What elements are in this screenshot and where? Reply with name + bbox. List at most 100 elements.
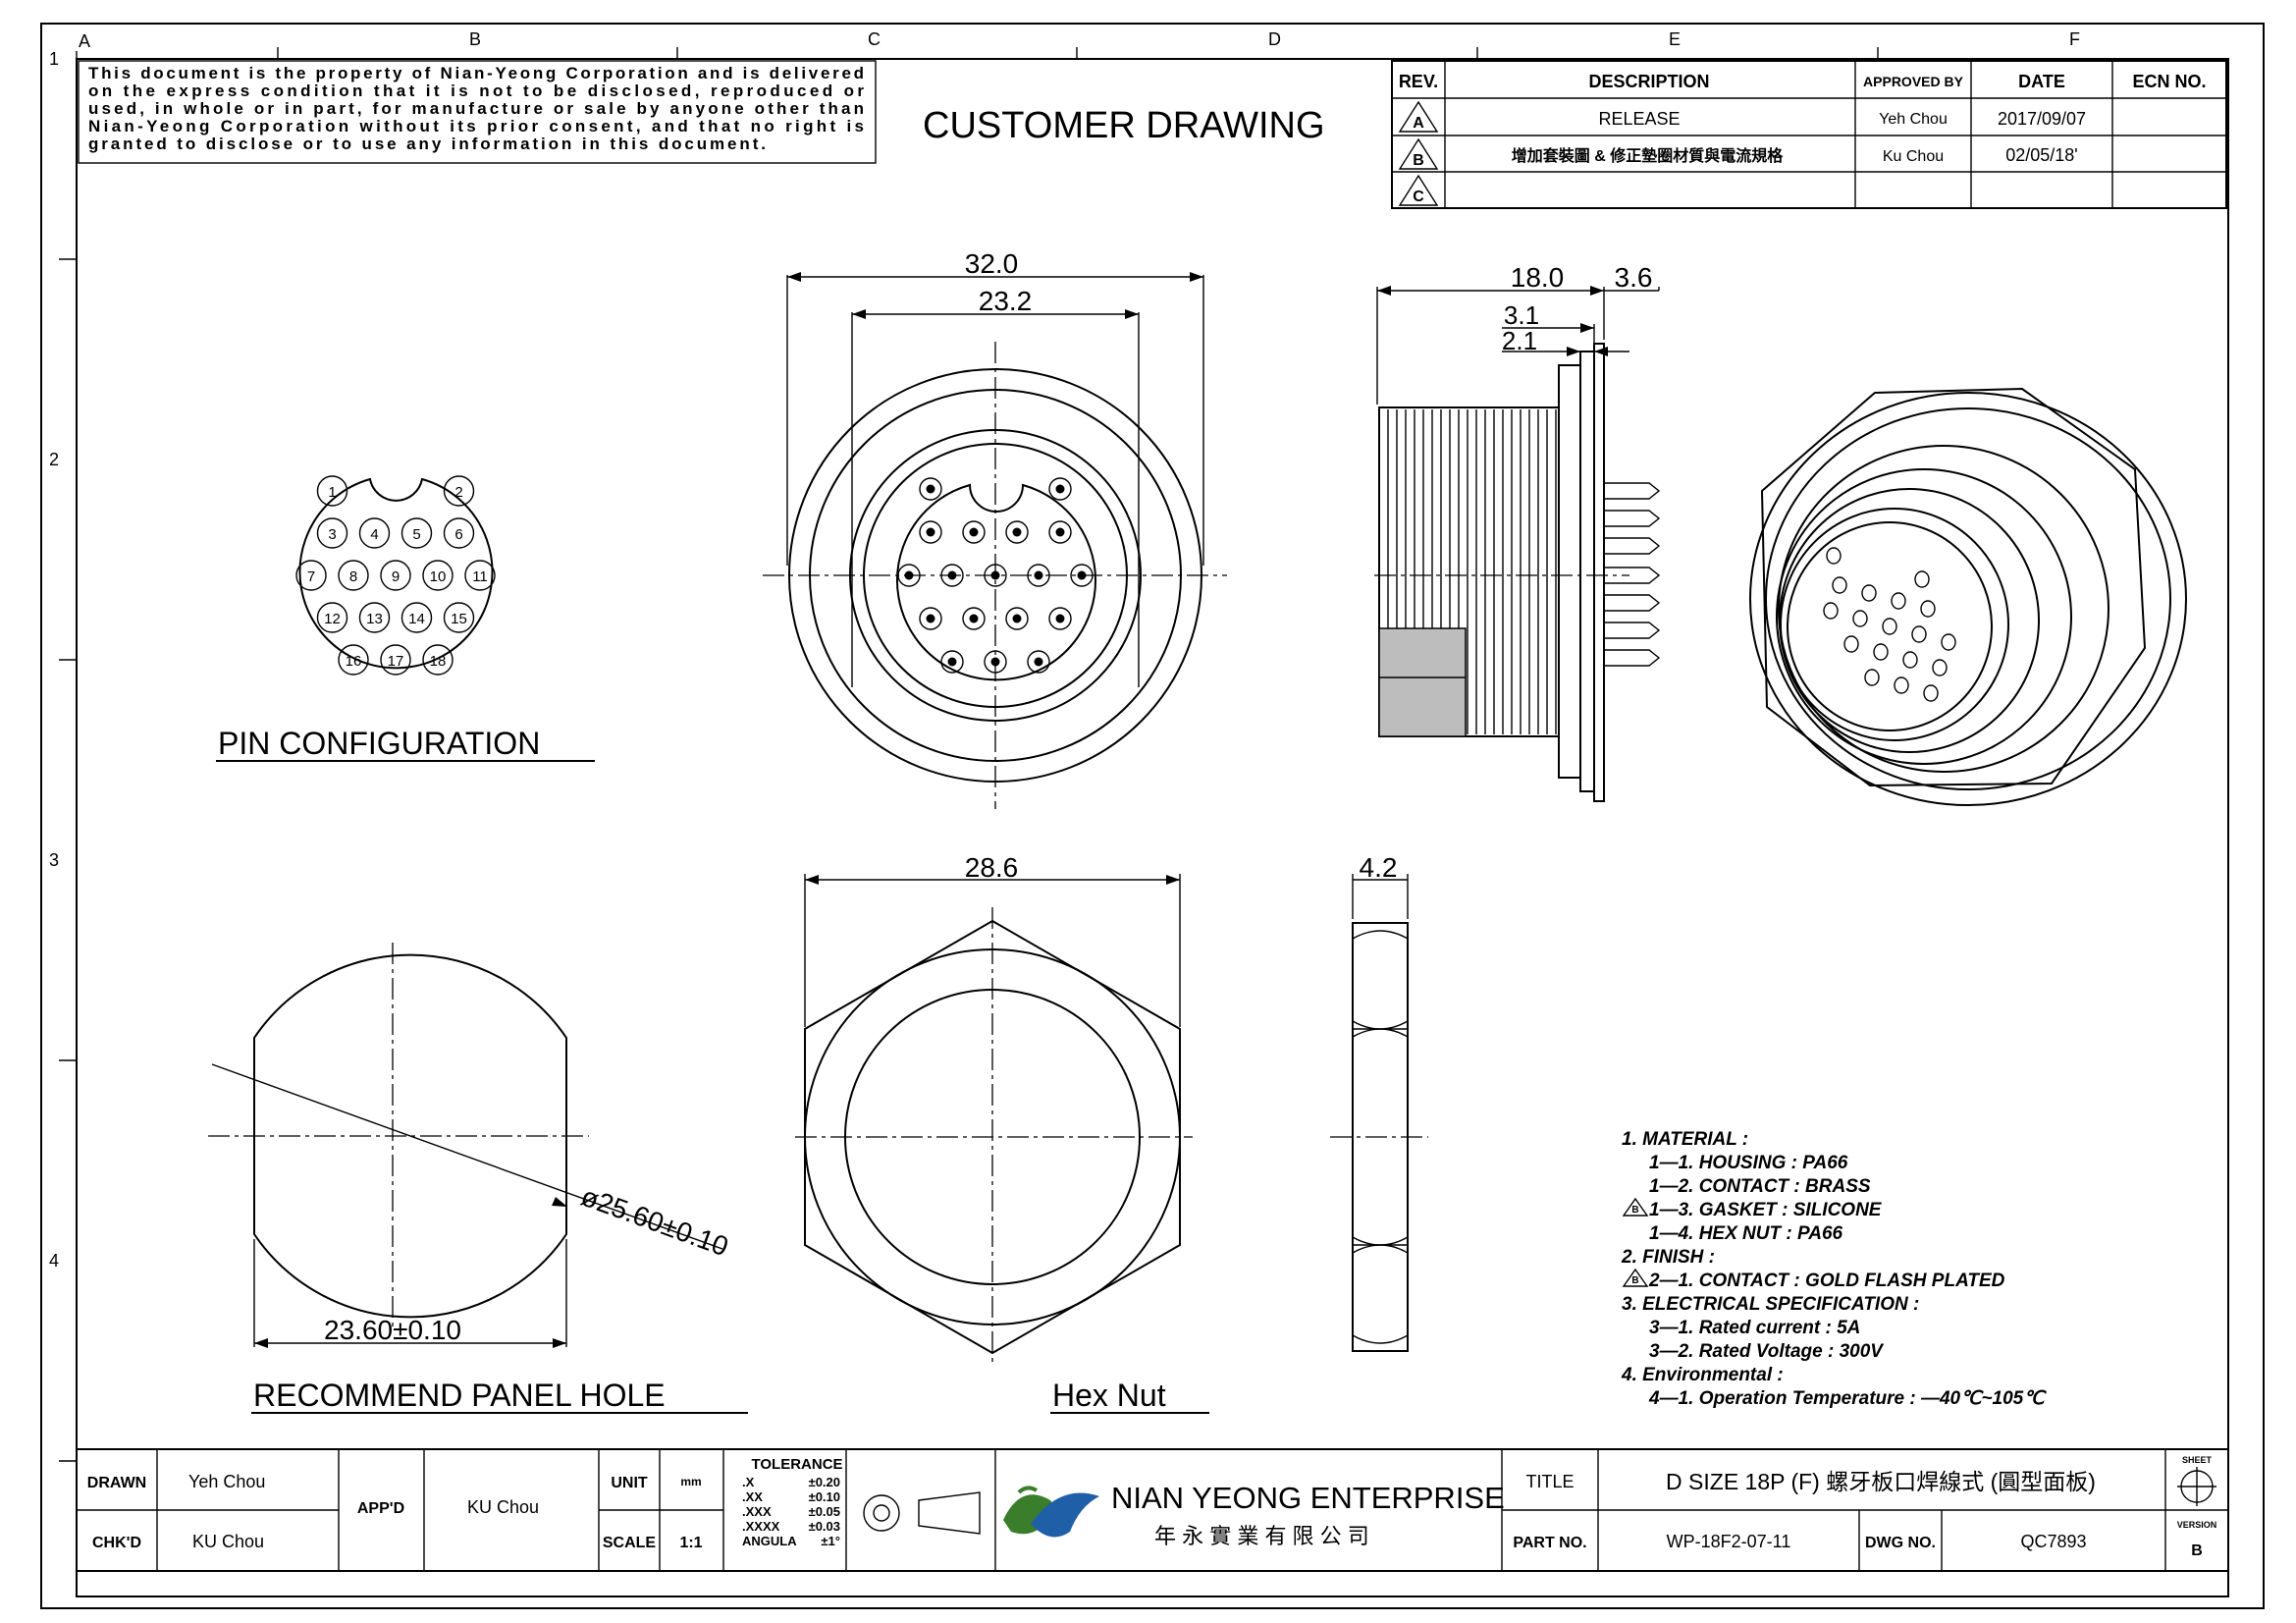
- pin-circle: [443, 475, 475, 507]
- notice-line-3: used, in whole or in part, for manufactu…: [88, 99, 864, 118]
- contact-hole: [1027, 650, 1050, 674]
- side-view: 18.0 3.6 3.1 2.1: [1374, 262, 1661, 802]
- table-row: C: [1398, 174, 1439, 206]
- solder-tail: [1604, 482, 1661, 500]
- pin-number: 1: [328, 484, 336, 501]
- contact-hole: [1027, 564, 1050, 587]
- note-line: 4. Environmental :: [1621, 1365, 1784, 1385]
- pin-face-outline: [298, 477, 494, 670]
- contact-hole: [962, 520, 986, 544]
- tolerance-key: .X: [742, 1475, 755, 1489]
- drawn-label: DRAWN: [87, 1475, 146, 1491]
- notice-line-2: on the express condition that it is not …: [88, 81, 864, 100]
- revision-b-triangle: [1398, 137, 1439, 170]
- contact-pin: [926, 484, 935, 494]
- pin-circle: [338, 560, 369, 591]
- iso-contact: [1932, 659, 1948, 676]
- tolerance-value: ±0.10: [809, 1489, 840, 1504]
- front-insert-outline: [896, 483, 1096, 681]
- note-line: 1—1. HOUSING : PA66: [1649, 1153, 1848, 1173]
- contact-pin: [1055, 527, 1065, 537]
- note-line: 3—1. Rated current : 5A: [1649, 1318, 1860, 1338]
- note-line: 3. ELECTRICAL SPECIFICATION :: [1622, 1294, 1919, 1315]
- solder-tail: [1604, 567, 1661, 584]
- iso-contact: [1920, 600, 1936, 618]
- contact-pin: [990, 657, 1000, 667]
- revision-a-triangle: [1398, 100, 1439, 133]
- hex-nut-label: Hex Nut: [1052, 1378, 1166, 1413]
- front-dim-outer: 32.0: [965, 248, 1019, 279]
- iso-contact: [1941, 633, 1956, 651]
- pin-number: 2: [454, 484, 462, 501]
- contact-hole: [897, 564, 921, 587]
- contact-pin: [926, 614, 935, 623]
- tolerance-key: .XX: [742, 1489, 763, 1504]
- note-revision-mark: B: [1631, 1205, 1638, 1216]
- pin-circle: [464, 560, 496, 591]
- iso-contact: [1843, 635, 1859, 653]
- scale-value: 1:1: [679, 1535, 702, 1551]
- note-line: 1—4. HEX NUT : PA66: [1649, 1223, 1843, 1244]
- drawn-value: Yeh Chou: [188, 1472, 265, 1491]
- tolerance-table: .X±0.20.XX±0.10.XXX±0.05.XXXX±0.03ANGULA…: [742, 1475, 840, 1548]
- iso-contact: [1864, 669, 1880, 686]
- notice-line-1: This document is the property of Nian-Ye…: [88, 64, 864, 82]
- front-dim-inner: 23.2: [979, 286, 1033, 316]
- company-logo: [1003, 1486, 1099, 1538]
- contact-hole: [919, 607, 942, 630]
- zone-row-3: 3: [49, 850, 59, 870]
- front-pin-layout: [897, 477, 1094, 674]
- side-dim-flange: 3.6: [1615, 262, 1653, 293]
- rev-b-description: 增加套裝圖 & 修正墊圈材質與電流規格: [1512, 146, 1784, 165]
- note-line: 2—1. CONTACT : GOLD FLASH PLATED: [1648, 1271, 2005, 1291]
- pin-circle: [380, 644, 411, 676]
- zone-row-4: 4: [49, 1251, 59, 1271]
- iso-contact: [1891, 592, 1906, 610]
- notice-line-4: Nian-Yeong Corporation without its prior…: [88, 117, 864, 135]
- contact-pin: [969, 527, 979, 537]
- note-line: 3—2. Rated Voltage : 300V: [1649, 1341, 1884, 1362]
- title-block: DRAWN Yeh Chou CHK'D KU Chou APP'D KU Ch…: [76, 1448, 2229, 1572]
- contact-pin: [1034, 570, 1043, 580]
- zone-col-e: E: [1669, 29, 1681, 49]
- iso-pin-layout: [1823, 547, 1956, 702]
- company-name-en: NIAN YEONG ENTERPRISE: [1111, 1481, 1505, 1515]
- zone-col-d: D: [1268, 29, 1281, 49]
- rev-b: B: [1413, 152, 1424, 169]
- hex-nut-view: 28.6 Hex Nut: [795, 852, 1209, 1414]
- pin-circle: [295, 560, 327, 591]
- pin-number: 12: [324, 611, 341, 627]
- tolerance-value: ±0.05: [809, 1504, 840, 1519]
- pin-circle: [316, 475, 348, 507]
- iso-contact: [1832, 576, 1847, 594]
- tolerance-key: ANGULA: [742, 1534, 797, 1548]
- contact-hole: [962, 607, 986, 630]
- revision-c-triangle: [1398, 174, 1439, 206]
- unit-label: UNIT: [611, 1475, 648, 1491]
- company-name-zh: 年 永 實 業 有 限 公 司: [1154, 1524, 1369, 1548]
- sheet-label: SHEET: [2182, 1455, 2213, 1465]
- pin-configuration-label: PIN CONFIGURATION: [218, 726, 540, 761]
- solder-tail: [1604, 510, 1661, 527]
- rev-b-approved: Ku Chou: [1883, 148, 1944, 165]
- note-revision-mark: B: [1631, 1275, 1638, 1286]
- contact-pin: [1055, 484, 1065, 494]
- note-line: 4—1. Operation Temperature : —40℃~105℃: [1648, 1388, 2047, 1409]
- pin-number: 17: [388, 653, 404, 670]
- zone-col-c: C: [868, 29, 881, 49]
- contact-hole: [1070, 564, 1094, 587]
- panel-hole-dim-width: 23.60±0.10: [324, 1315, 461, 1345]
- note-line: 2. FINISH :: [1621, 1247, 1715, 1268]
- pin-number: 14: [408, 611, 425, 627]
- contact-pin: [990, 570, 1000, 580]
- contact-hole: [919, 477, 942, 501]
- contact-hole: [919, 520, 942, 544]
- chkd-value: KU Chou: [192, 1532, 264, 1551]
- version-label: VERSION: [2177, 1520, 2217, 1530]
- description-header: DESCRIPTION: [1588, 72, 1709, 91]
- projection-symbol: [863, 1491, 981, 1535]
- part-label: PART NO.: [1513, 1535, 1586, 1551]
